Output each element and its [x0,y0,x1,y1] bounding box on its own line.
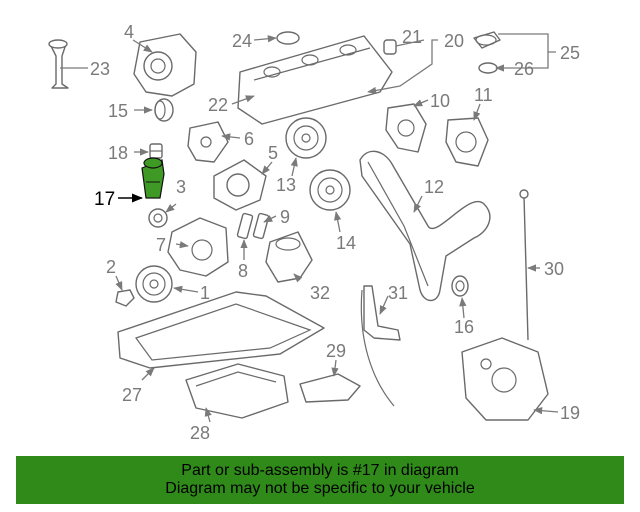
part-15-bushing [154,98,174,122]
callout-labels: 23 4 24 21 20 25 26 22 15 10 11 6 18 5 1… [90,22,580,443]
callout-32: 32 [310,283,330,303]
callout-5: 5 [268,143,278,163]
part-7-timing-cover [167,217,229,277]
callout-19: 19 [560,403,580,423]
part-23-dipstick-tube-cap [48,39,69,89]
part-5-water-pump [213,159,267,211]
part-27-oil-pan-upper [117,291,325,369]
part-17-oil-filter-housing [141,157,165,199]
part-8-gasket [236,212,254,240]
callout-10: 10 [430,91,450,111]
callout-3: 3 [176,177,186,197]
part-16-idler-pulley [451,275,469,297]
callout-18: 18 [108,143,128,163]
callout-12: 12 [424,177,444,197]
callout-29: 29 [326,341,346,361]
callout-13: 13 [276,175,296,195]
part-25-oil-cap [473,31,501,49]
banner-line-part: Part or sub-assembly is #17 in diagram [181,462,459,479]
callout-27: 27 [122,385,142,405]
callout-2: 2 [106,257,116,277]
part-6-bracket [187,121,229,163]
callout-22: 22 [208,95,228,115]
callout-20: 20 [444,31,464,51]
callout-14: 14 [336,233,356,253]
part-20-dipstick-guide [360,289,395,407]
callout-7: 7 [156,235,166,255]
part-26-gasket [478,62,498,74]
part-19-transfer-housing [461,337,549,421]
part-21-grommet [383,39,397,55]
part-4-oil-pump-cover [133,33,197,97]
part-2-bolt [115,289,135,307]
exploded-parts-diagram: 23 4 24 21 20 25 26 22 15 10 11 6 18 5 1… [48,22,580,443]
callout-26: 26 [514,59,534,79]
banner-line-disclaimer: Diagram may not be specific to your vehi… [165,480,475,497]
callout-11: 11 [474,85,493,105]
callout-23: 23 [90,59,110,79]
callout-8: 8 [238,261,248,281]
part-13-cam-pulley [285,117,327,159]
callout-17-highlighted: 17 [94,189,115,210]
part-12-timing-belt [359,150,491,302]
callout-24: 24 [232,31,252,51]
part-32-oil-filter [265,231,313,283]
callout-28: 28 [190,423,210,443]
callout-1: 1 [200,283,210,303]
callout-31: 31 [388,283,408,303]
callout-25: 25 [560,43,580,63]
part-14-cam-pulley [309,169,351,211]
callout-9: 9 [280,207,290,227]
callout-16: 16 [454,317,474,337]
part-24-seal [276,31,300,45]
part-3-gear [148,208,168,228]
part-22-valve-cover [237,35,393,125]
part-28-oil-pan-lower [185,363,289,419]
callout-15: 15 [108,101,128,121]
part-9-gasket [252,212,270,240]
part-1-crank-pulley [135,265,173,303]
part-18-fitting [149,143,163,159]
part-29-baffle [299,373,361,403]
part-notice-banner: Part or sub-assembly is #17 in diagram D… [16,456,624,504]
part-10-timing-cover-upper [385,103,427,153]
callout-4: 4 [124,22,134,42]
leader-lines [60,33,559,423]
part-30-dipstick [519,189,529,341]
part-31-oil-pickup [363,285,401,341]
callout-21: 21 [402,27,422,47]
part-11-timing-cover-upper [445,117,489,167]
callout-6: 6 [244,129,254,149]
callout-30: 30 [544,259,564,279]
